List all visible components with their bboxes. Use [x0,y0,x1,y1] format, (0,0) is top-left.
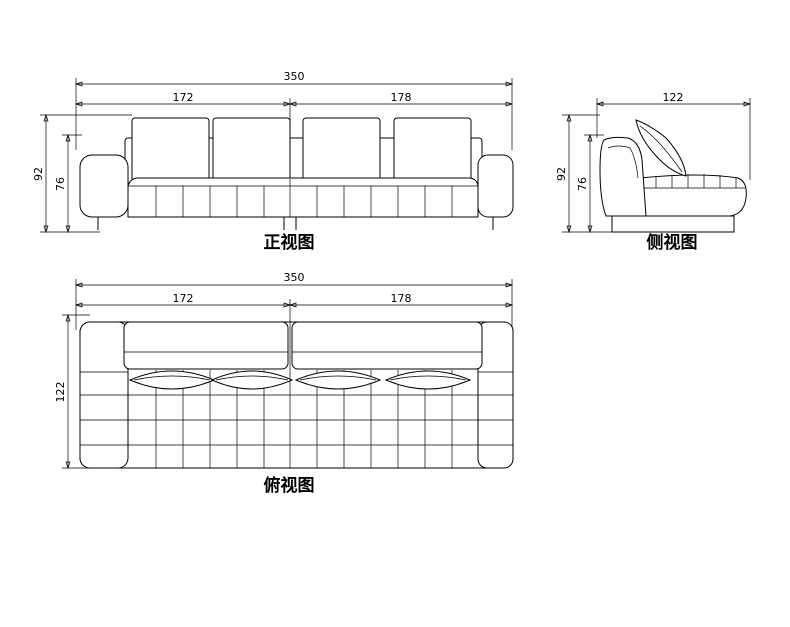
side-height-dimensions [562,113,612,234]
side-depth-dimension [595,98,752,180]
front-left-arm [79,154,129,218]
front-view-caption: 正视图 [264,232,315,253]
front-width-dimensions [74,78,514,150]
front-left-width-label: 172 [173,91,194,104]
front-view: 350 172 178 92 76 [32,70,514,253]
top-right-width-label: 178 [391,292,412,305]
side-backrest [599,136,647,217]
side-view: 122 92 76 侧 [555,91,752,253]
top-depth-label: 122 [54,382,67,403]
front-overall-width-label: 350 [284,70,305,83]
side-total-height-label: 92 [555,167,568,181]
side-base [611,215,735,233]
side-depth-label: 122 [663,91,684,104]
front-seat [127,177,479,218]
front-legs [97,217,494,230]
side-back-cushion [635,119,687,177]
front-right-arm [477,154,514,218]
top-view-caption: 俯视图 [264,475,315,496]
front-back-cushions [124,117,483,184]
side-seat-tufting [640,174,745,189]
side-seat-height-label: 76 [576,177,589,191]
front-seat-height-label: 76 [54,177,67,191]
top-left-width-label: 172 [173,292,194,305]
front-right-width-label: 178 [391,91,412,104]
top-back-bolsters [123,321,483,370]
front-total-height-label: 92 [32,167,45,181]
side-view-caption: 侧视图 [647,232,698,253]
top-overall-width-label: 350 [284,271,305,284]
top-pillows [128,370,472,390]
top-depth-dimension [62,313,90,470]
top-view: 350 172 178 122 [54,271,514,496]
front-height-dimensions [40,113,132,234]
top-width-dimensions [74,279,514,330]
